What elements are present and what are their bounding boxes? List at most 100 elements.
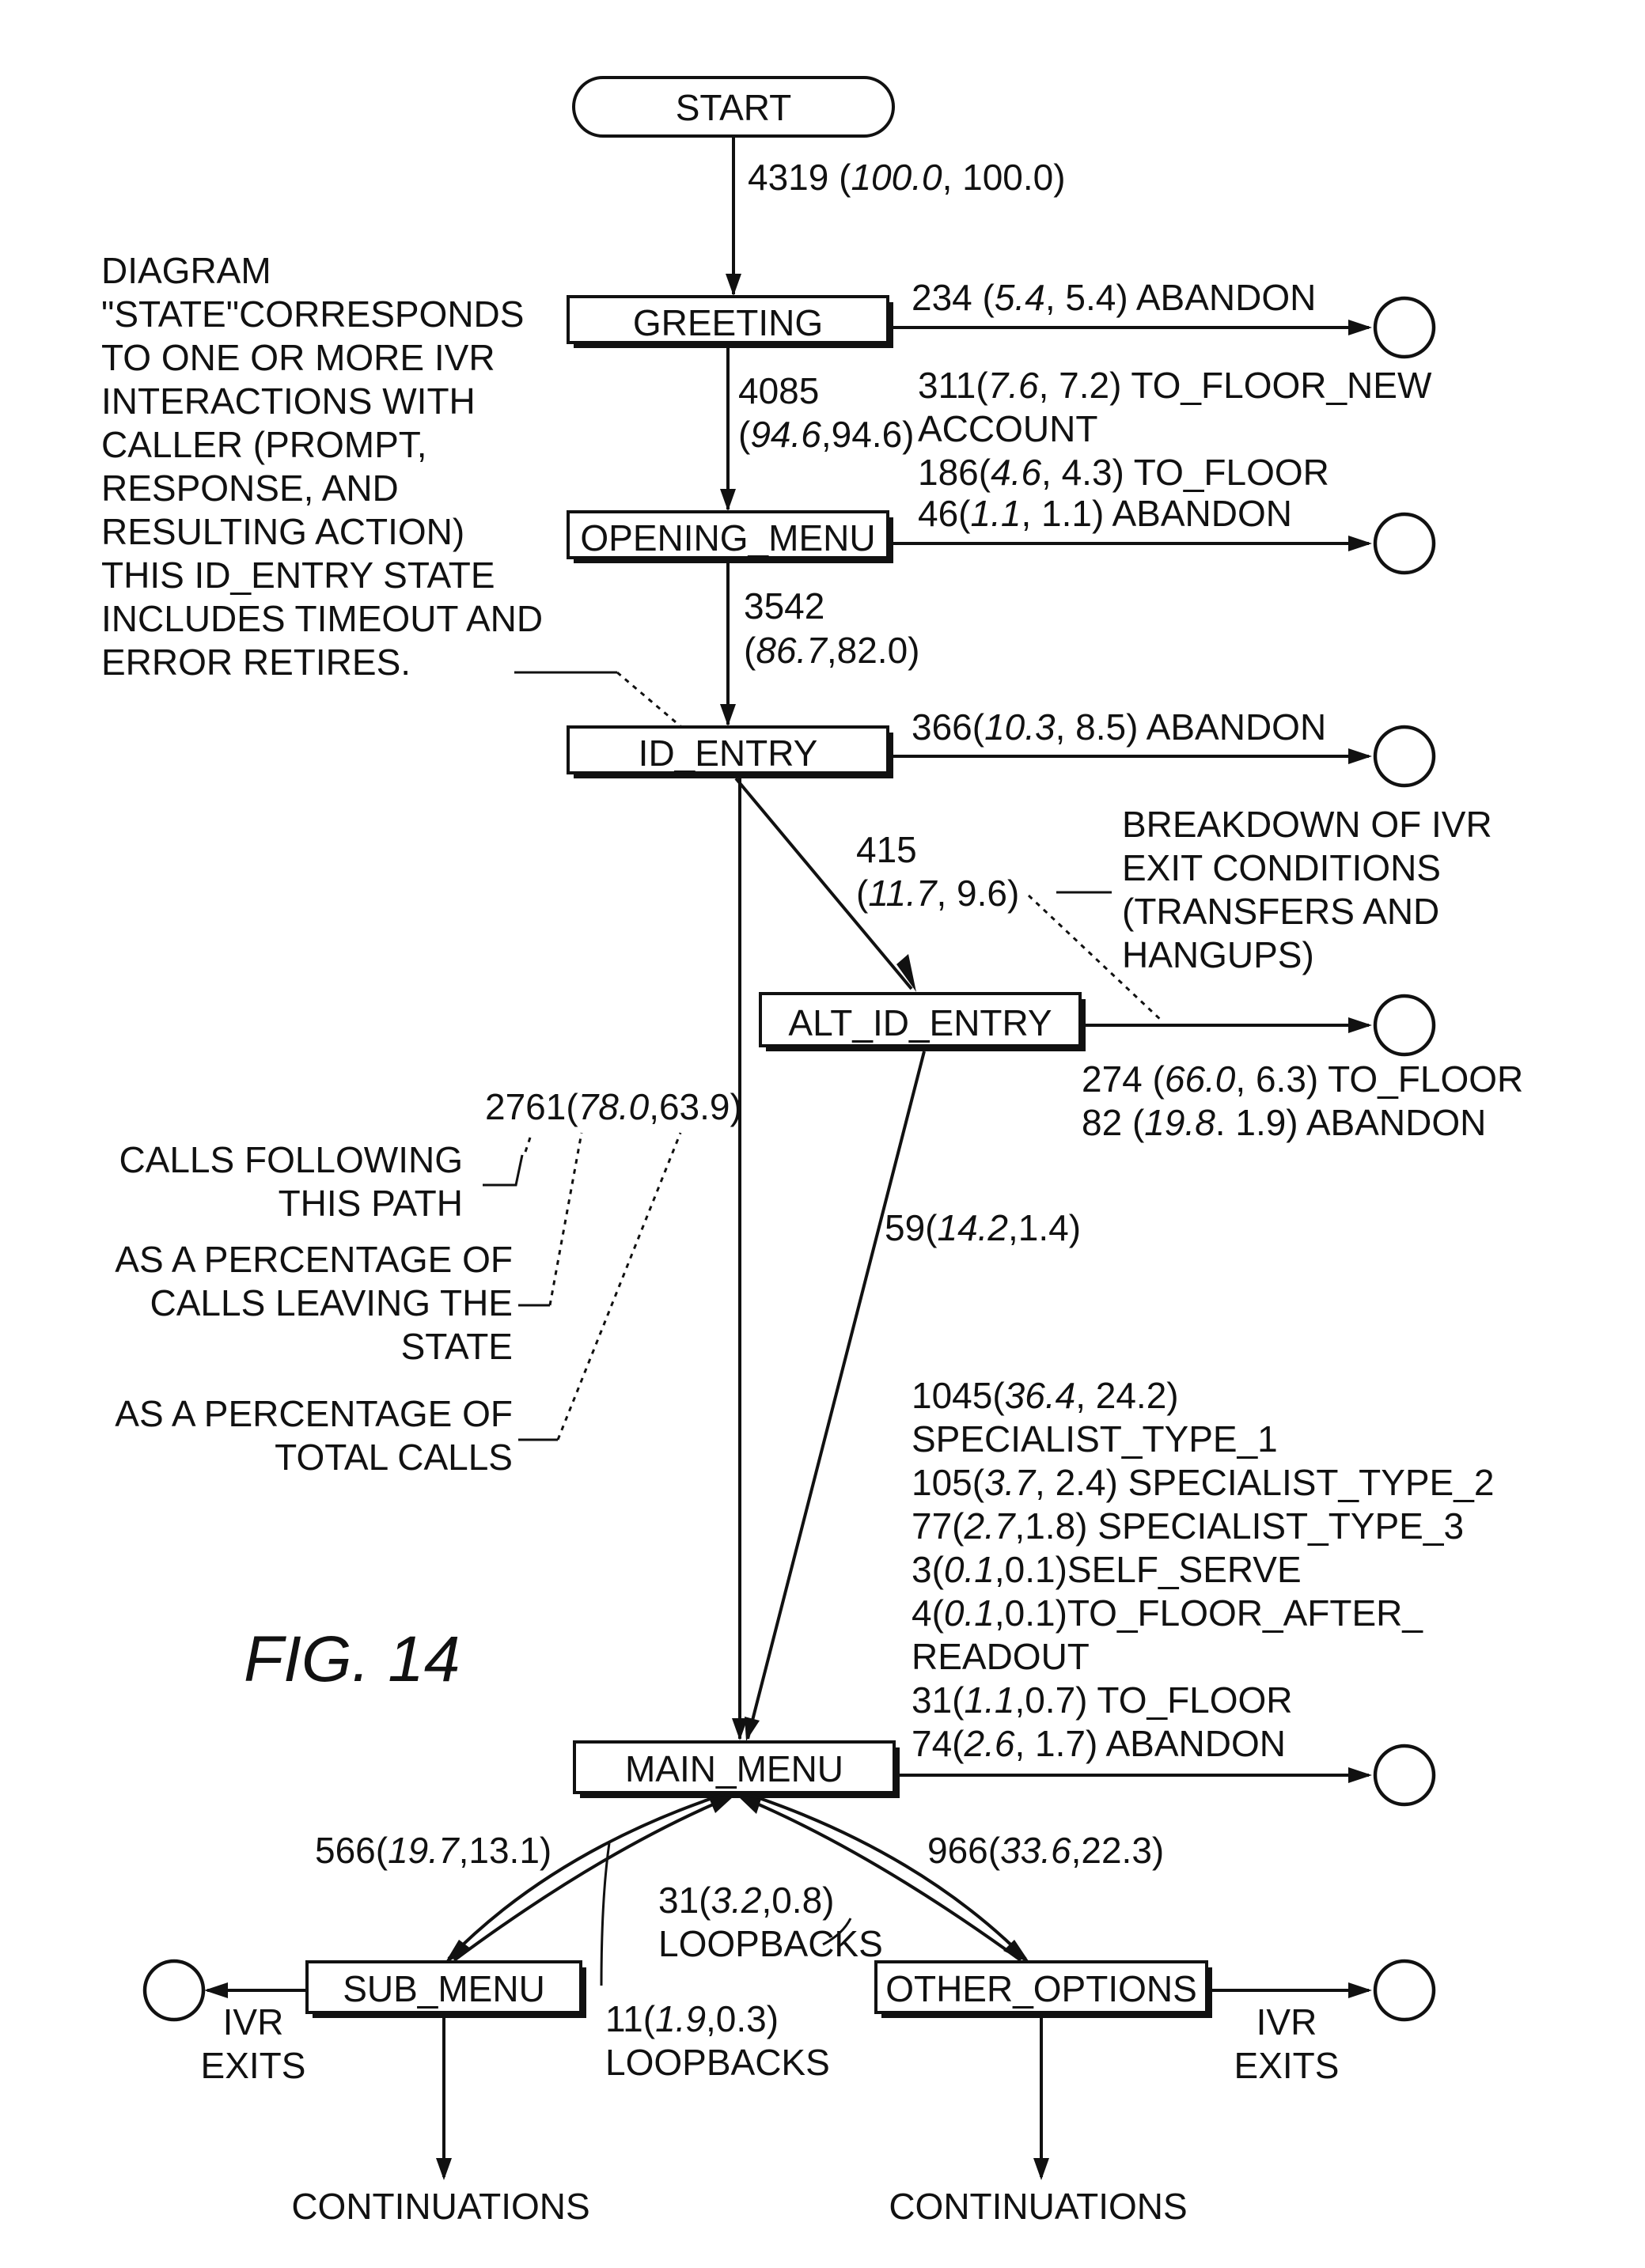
svg-text:RESULTING ACTION): RESULTING ACTION): [101, 511, 464, 552]
label-other-loop-text: LOOPBACKS: [658, 1923, 883, 1964]
svg-text:READOUT: READOUT: [912, 1636, 1090, 1677]
svg-text:186(4.6, 4.3) TO_FLOOR: 186(4.6, 4.3) TO_FLOOR: [918, 452, 1329, 493]
arrowhead-icon: [720, 489, 736, 511]
exit-labels-opening-menu: 46(1.1, 1.1) ABANDON: [918, 493, 1292, 534]
figure-label: FIG. 14: [244, 1623, 460, 1695]
arrowhead-icon: [1348, 1767, 1372, 1783]
svg-text:TOTAL CALLS: TOTAL CALLS: [275, 1437, 513, 1478]
label-opening-id-count: 3542: [744, 585, 824, 627]
continuations-right: CONTINUATIONS: [889, 2186, 1187, 2227]
exit-labels-alt-id-entry: 274 (66.0, 6.3) TO_FLOOR 82 (19.8. 1.9) …: [1082, 1058, 1523, 1143]
svg-text:ACCOUNT: ACCOUNT: [918, 408, 1097, 449]
svg-text:BREAKDOWN OF IVR: BREAKDOWN OF IVR: [1122, 804, 1492, 845]
svg-text:46(1.1, 1.1) ABANDON: 46(1.1, 1.1) ABANDON: [918, 493, 1292, 534]
state-greeting-label: GREETING: [633, 302, 823, 343]
label-sub-loop-text: LOOPBACKS: [605, 2042, 830, 2083]
arrow-alt-main: [748, 1051, 924, 1739]
leader-pct-leaving-dotted: [550, 1133, 582, 1305]
state-alt-id-entry: ALT_ID_ENTRY: [760, 994, 1086, 1051]
svg-text:1045(36.4, 24.2): 1045(36.4, 24.2): [912, 1375, 1179, 1416]
leader-calls-dotted: [525, 1133, 532, 1152]
label-greeting-opening-count: 4085: [738, 370, 819, 411]
leader-pct-total-dotted: [558, 1133, 680, 1440]
label-id-alt-count: 415: [856, 829, 917, 870]
svg-text:"STATE"CORRESPONDS: "STATE"CORRESPONDS: [101, 293, 524, 335]
svg-text:AS A PERCENTAGE OF: AS A PERCENTAGE OF: [115, 1393, 513, 1434]
state-id-entry: ID_ENTRY: [568, 727, 893, 778]
svg-text:CALLS LEAVING THE: CALLS LEAVING THE: [150, 1282, 513, 1323]
state-sub-menu-label: SUB_MENU: [343, 1968, 545, 2009]
label-id-main: 2761(78.0,63.9): [485, 1086, 742, 1127]
svg-text:AS A PERCENTAGE OF: AS A PERCENTAGE OF: [115, 1239, 513, 1280]
leader-state-note-dotted: [617, 672, 680, 726]
state-greeting: GREETING: [568, 297, 893, 348]
state-alt-id-entry-label: ALT_ID_ENTRY: [788, 1002, 1052, 1043]
arrowhead-icon: [726, 274, 741, 296]
exit-labels-main-menu: 1045(36.4, 24.2) SPECIALIST_TYPE_1 105(3…: [912, 1375, 1494, 1764]
svg-text:CALLER (PROMPT,: CALLER (PROMPT,: [101, 424, 427, 465]
annotation-pct-total-note: AS A PERCENTAGE OF TOTAL CALLS: [115, 1393, 513, 1478]
label-main-sub: 566(19.7,13.1): [315, 1830, 551, 1871]
svg-text:SPECIALIST_TYPE_1: SPECIALIST_TYPE_1: [912, 1418, 1278, 1460]
exit-terminal-id-entry: [1375, 727, 1434, 786]
svg-text:234 (5.4, 5.4) ABANDON: 234 (5.4, 5.4) ABANDON: [912, 277, 1316, 318]
ivr-exits-right: IVR EXITS: [1234, 2001, 1340, 2086]
svg-text:EXITS: EXITS: [201, 2045, 306, 2086]
arrowhead-icon: [1348, 1017, 1372, 1033]
svg-text:IVR: IVR: [1256, 2001, 1317, 2043]
svg-text:CALLS FOLLOWING: CALLS FOLLOWING: [119, 1139, 463, 1180]
label-id-alt-pct: (11.7, 9.6): [856, 873, 1019, 914]
svg-text:ERROR RETIRES.: ERROR RETIRES.: [101, 642, 411, 683]
annotation-state-note: DIAGRAM "STATE"CORRESPONDS TO ONE OR MOR…: [101, 250, 543, 683]
arrowhead-icon: [1348, 320, 1372, 335]
label-start-greeting: 4319 (100.0, 100.0): [748, 157, 1066, 198]
state-start: START: [574, 78, 893, 136]
exit-terminal-greeting: [1375, 298, 1434, 357]
svg-text:STATE: STATE: [401, 1326, 513, 1367]
exit-labels-greeting: 234 (5.4, 5.4) ABANDON 311(7.6, 7.2) TO_…: [912, 277, 1432, 493]
svg-text:EXIT CONDITIONS: EXIT CONDITIONS: [1122, 847, 1441, 888]
label-sub-loop-count: 11(1.9,0.3): [605, 1998, 779, 2039]
state-main-menu: MAIN_MENU: [574, 1742, 900, 1798]
arrowhead-icon: [436, 2158, 452, 2180]
annotation-calls-note: CALLS FOLLOWING THIS PATH: [119, 1139, 463, 1224]
state-id-entry-label: ID_ENTRY: [639, 733, 818, 774]
arrowhead-icon: [737, 1796, 761, 1814]
arrowhead-icon: [1348, 536, 1372, 551]
svg-text:HANGUPS): HANGUPS): [1122, 934, 1314, 975]
svg-text:THIS ID_ENTRY STATE: THIS ID_ENTRY STATE: [101, 555, 495, 596]
exit-terminal-alt-id-entry: [1375, 996, 1434, 1054]
arrowhead-icon: [720, 704, 736, 726]
exit-terminal-main-menu: [1375, 1746, 1434, 1804]
svg-text:INTERACTIONS WITH: INTERACTIONS WITH: [101, 381, 476, 422]
svg-text:74(2.6, 1.7) ABANDON: 74(2.6, 1.7) ABANDON: [912, 1723, 1286, 1764]
svg-text:TO ONE OR MORE IVR: TO ONE OR MORE IVR: [101, 337, 495, 378]
svg-text:3(0.1,0.1)SELF_SERVE: 3(0.1,0.1)SELF_SERVE: [912, 1549, 1302, 1590]
svg-text:(TRANSFERS AND: (TRANSFERS AND: [1122, 891, 1439, 932]
arrowhead-icon: [1348, 748, 1372, 764]
label-alt-main: 59(14.2,1.4): [885, 1207, 1081, 1248]
svg-text:77(2.7,1.8) SPECIALIST_TYPE_3: 77(2.7,1.8) SPECIALIST_TYPE_3: [912, 1505, 1464, 1547]
arrowhead-icon: [1348, 1982, 1372, 1998]
continuations-left: CONTINUATIONS: [291, 2186, 589, 2227]
leader-sub-loop: [601, 1843, 609, 1986]
svg-text:RESPONSE, AND: RESPONSE, AND: [101, 468, 399, 509]
annotation-breakdown-note: BREAKDOWN OF IVR EXIT CONDITIONS (TRANSF…: [1122, 804, 1492, 975]
ivr-exits-left: IVR EXITS: [201, 2001, 306, 2086]
svg-text:DIAGRAM: DIAGRAM: [101, 250, 271, 291]
leader-calls: [483, 1155, 522, 1185]
svg-text:82 (19.8. 1.9) ABANDON: 82 (19.8. 1.9) ABANDON: [1082, 1102, 1486, 1143]
label-greeting-opening-pct: (94.6,94.6): [738, 414, 915, 455]
label-main-other: 966(33.6,22.3): [927, 1830, 1164, 1871]
svg-text:274 (66.0, 6.3) TO_FLOOR: 274 (66.0, 6.3) TO_FLOOR: [1082, 1058, 1523, 1100]
svg-text:INCLUDES TIMEOUT AND: INCLUDES TIMEOUT AND: [101, 598, 543, 639]
state-other-options: OTHER_OPTIONS: [876, 1962, 1212, 2018]
svg-text:366(10.3, 8.5) ABANDON: 366(10.3, 8.5) ABANDON: [912, 706, 1326, 748]
state-start-label: START: [676, 87, 792, 128]
state-opening-menu-label: OPENING_MENU: [580, 517, 875, 558]
arrowhead-icon: [1033, 2158, 1049, 2180]
state-other-options-label: OTHER_OPTIONS: [885, 1968, 1197, 2009]
svg-text:4(0.1,0.1)TO_FLOOR_AFTER_: 4(0.1,0.1)TO_FLOOR_AFTER_: [912, 1592, 1423, 1634]
arrowhead-icon: [745, 1717, 760, 1741]
